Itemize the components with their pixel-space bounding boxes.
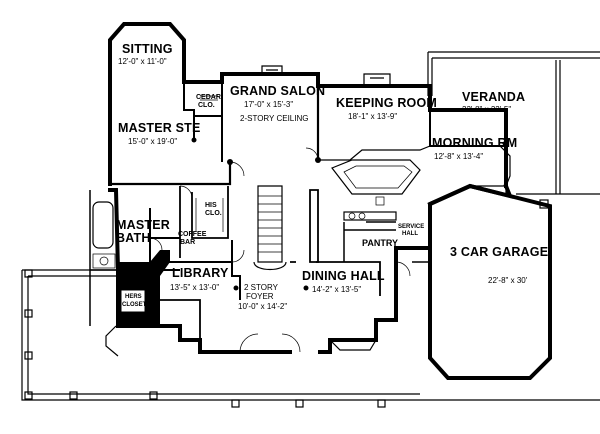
master-bath-label-2: BATH bbox=[116, 231, 151, 245]
column-dot bbox=[227, 159, 233, 165]
veranda-dims: 22'-8" x 22'-5" bbox=[462, 105, 512, 114]
his-clo-label-1: HIS bbox=[205, 202, 217, 209]
column-dot bbox=[191, 137, 197, 143]
foyer-label-2: FOYER bbox=[246, 292, 274, 301]
keeping-room-label: KEEPING ROOM bbox=[336, 96, 438, 110]
library-dims: 13'-5" x 13'-0" bbox=[170, 283, 220, 292]
porch-column bbox=[377, 399, 386, 408]
staircase bbox=[253, 185, 319, 271]
bay-window bbox=[105, 145, 511, 357]
grand-salon-note: 2-STORY CEILING bbox=[240, 114, 309, 123]
hers-clo-label-1: HERS bbox=[125, 294, 142, 300]
porch-column bbox=[24, 351, 33, 360]
hers-closet-box bbox=[120, 289, 146, 313]
foyer-label-1: 2 STORY bbox=[244, 283, 278, 292]
master-bath-label-1: MASTER bbox=[116, 218, 170, 232]
porch-column bbox=[24, 269, 33, 278]
garage-label: 3 CAR GARAGE bbox=[450, 245, 549, 259]
sitting-label: SITTING bbox=[122, 42, 173, 56]
hers-clo-label-2: CLOSET bbox=[122, 302, 147, 308]
door-swings bbox=[149, 147, 411, 353]
fireplace bbox=[363, 73, 391, 86]
morning-rm-dims: 12'-8" x 13'-4" bbox=[434, 152, 484, 161]
interior-walls bbox=[89, 82, 506, 340]
master-ste-dims: 15'-0" x 19'-0" bbox=[128, 137, 178, 146]
coffee-bar-label-2: BAR bbox=[180, 239, 196, 246]
library-label: LIBRARY bbox=[172, 266, 229, 280]
service-hall-label-2: HALL bbox=[402, 231, 418, 237]
sitting-dims: 12'-0" x 11'-0" bbox=[118, 57, 167, 66]
veranda-outline bbox=[427, 51, 600, 195]
grand-salon-label: GRAND SALON bbox=[230, 84, 326, 98]
porch-column bbox=[149, 391, 158, 400]
column-dot bbox=[233, 285, 239, 291]
vanity bbox=[92, 253, 116, 269]
garage-dims: 22'-8" x 30' bbox=[488, 276, 528, 285]
exterior-wall bbox=[108, 22, 514, 354]
morning-rm-label: MORNING RM bbox=[432, 136, 518, 150]
coffee-bar-label-1: COFFEE bbox=[178, 231, 207, 238]
fireplace bbox=[261, 65, 283, 74]
kitchen bbox=[318, 145, 431, 221]
pantry-label: PANTRY bbox=[362, 238, 398, 248]
veranda-label: VERANDA bbox=[462, 90, 526, 104]
column-dot bbox=[315, 157, 321, 163]
closet-rods bbox=[195, 95, 224, 232]
grand-salon-dims: 17'-0" x 15'-3" bbox=[244, 100, 294, 109]
keeping-room-dims: 18'-1" x 13'-9" bbox=[348, 112, 398, 121]
master-bath-fill bbox=[118, 250, 170, 326]
bathtub bbox=[92, 201, 114, 249]
porch-column bbox=[24, 391, 33, 400]
bay-window bbox=[329, 339, 377, 351]
dining-hall-dims: 14'-2" x 13'-5" bbox=[312, 285, 362, 294]
sink bbox=[99, 256, 109, 266]
front-porch bbox=[21, 269, 600, 408]
foyer-dims: 10'-0" x 14'-2" bbox=[238, 302, 288, 311]
porch-column bbox=[231, 399, 240, 408]
his-clo-label-2: CLO. bbox=[205, 210, 222, 217]
column-dot bbox=[303, 285, 309, 291]
dining-hall-label: DINING HALL bbox=[302, 269, 385, 283]
porch-column bbox=[295, 399, 304, 408]
cedar-clo-label-1: CEDAR bbox=[196, 94, 221, 101]
porch-column bbox=[69, 391, 78, 400]
service-hall-label-1: SERVICE bbox=[398, 224, 425, 230]
master-ste-label: MASTER STE bbox=[118, 121, 201, 135]
cedar-clo-label-2: CLO. bbox=[198, 102, 215, 109]
porch-column bbox=[24, 309, 33, 318]
